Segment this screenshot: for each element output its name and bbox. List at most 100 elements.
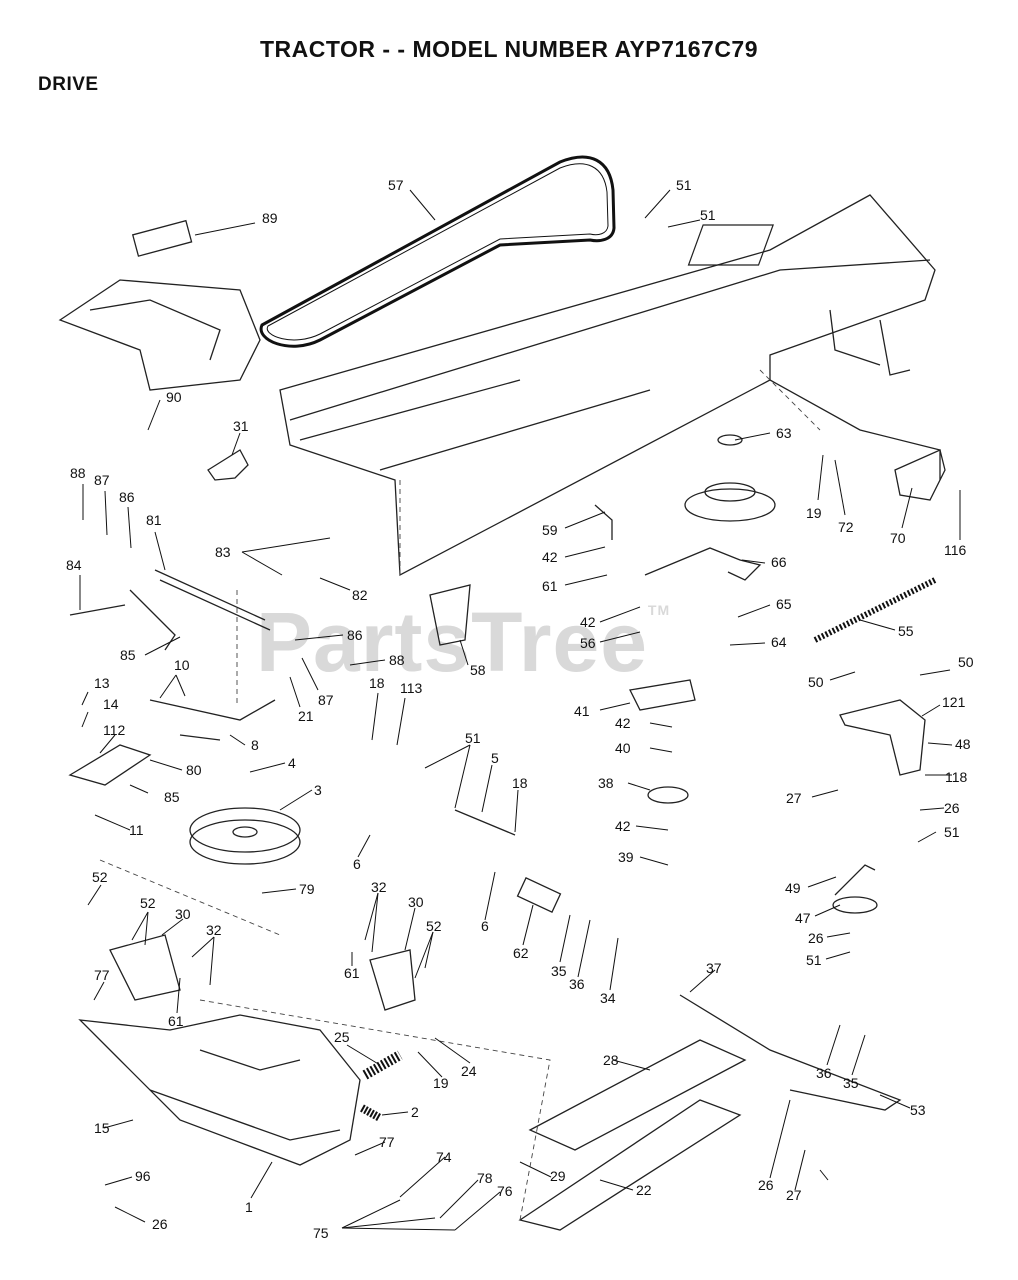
callout-78: 78 <box>477 1170 493 1186</box>
callout-50: 50 <box>808 674 824 690</box>
callout-34: 34 <box>600 990 616 1006</box>
callout-10: 10 <box>174 657 190 673</box>
callout-48: 48 <box>955 736 971 752</box>
callout-118: 118 <box>945 769 968 785</box>
callout-56: 56 <box>580 635 596 651</box>
callout-70: 70 <box>890 530 906 546</box>
callout-1: 1 <box>245 1199 253 1215</box>
callout-51: 51 <box>806 952 822 968</box>
callout-62: 62 <box>513 945 529 961</box>
callout-53: 53 <box>910 1102 926 1118</box>
callout-28: 28 <box>603 1052 619 1068</box>
callout-42: 42 <box>615 818 631 834</box>
callout-41: 41 <box>574 703 590 719</box>
callout-82: 82 <box>352 587 368 603</box>
callout-79: 79 <box>299 881 315 897</box>
callout-47: 47 <box>795 910 811 926</box>
callout-83: 83 <box>215 544 231 560</box>
drive-belt-57 <box>259 155 616 348</box>
callout-31: 31 <box>233 418 249 434</box>
bracket-70 <box>894 449 946 501</box>
shaft-5 <box>454 809 516 836</box>
pulley-3 <box>189 807 301 853</box>
bracket-49 <box>834 864 876 896</box>
callout-64: 64 <box>771 634 787 650</box>
callout-66: 66 <box>771 554 787 570</box>
callout-77: 77 <box>379 1134 395 1150</box>
callout-90: 90 <box>166 389 182 405</box>
callout-55: 55 <box>898 623 914 639</box>
callout-50: 50 <box>958 654 974 670</box>
callout-36: 36 <box>569 976 585 992</box>
callout-29: 29 <box>550 1168 566 1184</box>
callout-51: 51 <box>944 824 960 840</box>
callout-26: 26 <box>152 1216 168 1232</box>
callout-26: 26 <box>758 1177 774 1193</box>
callout-49: 49 <box>785 880 801 896</box>
frame-top-edge <box>289 259 931 421</box>
callout-88: 88 <box>389 652 405 668</box>
rod-22 <box>518 1099 742 1231</box>
callout-26: 26 <box>944 800 960 816</box>
callout-84: 84 <box>66 557 82 573</box>
callout-80: 80 <box>186 762 202 778</box>
callout-65: 65 <box>776 596 792 612</box>
callout-81: 81 <box>146 512 162 528</box>
callout-58: 58 <box>470 662 486 678</box>
pulley-3-rim <box>189 819 301 865</box>
callout-52: 52 <box>140 895 156 911</box>
callout-72: 72 <box>838 519 854 535</box>
pulley-47 <box>832 896 878 914</box>
callout-52: 52 <box>426 918 442 934</box>
pulley-63-hub <box>704 482 756 502</box>
callout-63: 63 <box>776 425 792 441</box>
arm-10 <box>149 699 276 741</box>
plate-80 <box>68 744 152 786</box>
callout-52: 52 <box>92 869 108 885</box>
callout-19: 19 <box>433 1075 449 1091</box>
callout-18: 18 <box>512 775 528 791</box>
frame-bracket <box>769 379 941 480</box>
callout-25: 25 <box>334 1029 350 1045</box>
spring-25 <box>362 1050 403 1080</box>
transaxle-1 <box>78 1014 361 1166</box>
frame-plate <box>687 224 774 266</box>
callout-121: 121 <box>942 694 966 710</box>
callout-87: 87 <box>94 472 110 488</box>
callout-112: 112 <box>103 722 126 738</box>
callout-88: 88 <box>70 465 86 481</box>
callout-116: 116 <box>944 542 967 558</box>
callout-86: 86 <box>119 489 135 505</box>
bracket-59 <box>594 504 613 540</box>
callout-74: 74 <box>436 1149 452 1165</box>
rod-28 <box>528 1039 747 1151</box>
callout-19: 19 <box>806 505 822 521</box>
callout-42: 42 <box>615 715 631 731</box>
shaft-81 <box>154 569 271 631</box>
callout-30: 30 <box>408 894 424 910</box>
pulley-63 <box>684 488 776 522</box>
callout-11: 11 <box>129 822 144 838</box>
callout-39: 39 <box>618 849 634 865</box>
assembly-line-e <box>759 369 821 431</box>
callout-76: 76 <box>497 1183 513 1199</box>
callout-18: 18 <box>369 675 385 691</box>
callout-6: 6 <box>353 856 361 872</box>
callout-42: 42 <box>542 549 558 565</box>
assembly-line-b <box>99 859 281 936</box>
callout-26: 26 <box>808 930 824 946</box>
callout-14: 14 <box>103 696 119 712</box>
transaxle-1-detail <box>149 1049 341 1141</box>
bracket-58 <box>429 584 471 646</box>
callout-51: 51 <box>465 730 481 746</box>
callout-51: 51 <box>700 207 716 223</box>
callout-61: 61 <box>542 578 558 594</box>
arm-85 <box>69 589 176 651</box>
frame-rail <box>299 379 651 471</box>
idler-bracket-48 <box>839 699 926 776</box>
bracket-31 <box>207 449 249 481</box>
pulley-63-top <box>717 434 743 446</box>
dash-panel <box>58 279 261 391</box>
callout-61: 61 <box>344 965 360 981</box>
